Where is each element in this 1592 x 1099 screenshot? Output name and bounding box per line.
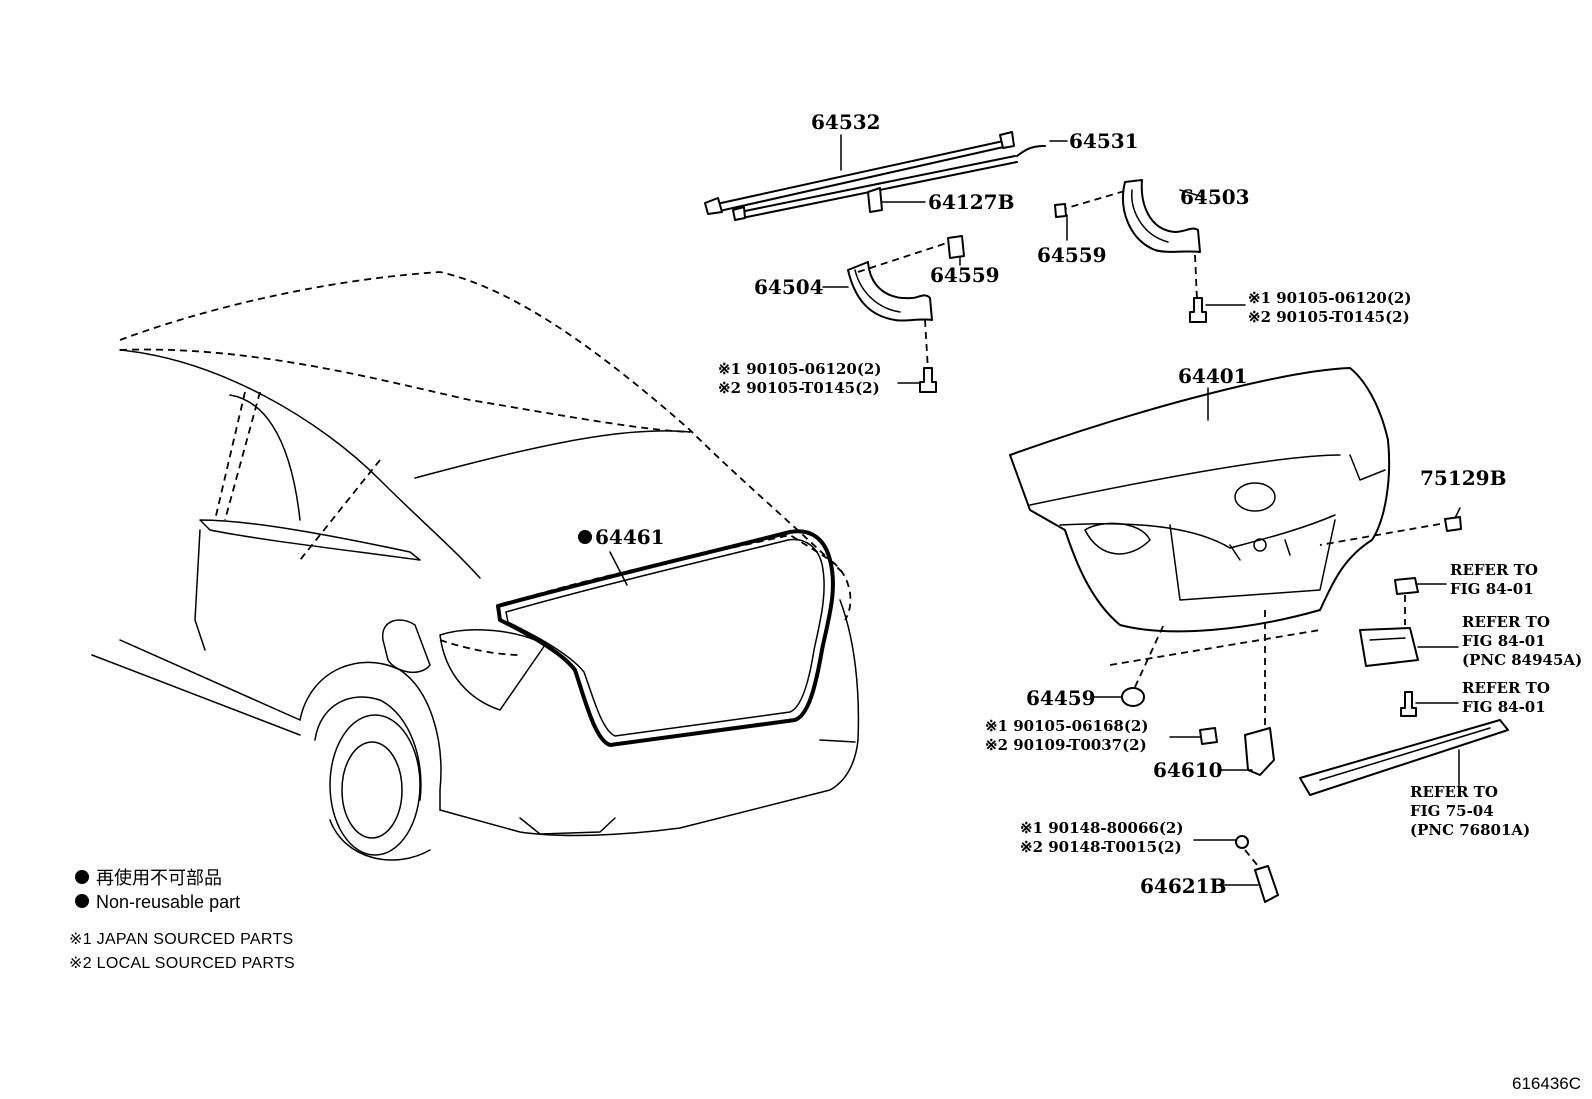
non-reusable-marker-icon bbox=[578, 530, 592, 544]
bolt-labels: ※1 90105-06120(2) ※2 90105-T0145(2) ※1 9… bbox=[718, 289, 1411, 856]
refer-4-line-2[interactable]: FIG 75-04 bbox=[1410, 802, 1494, 820]
part-labels: 64532 64531 64127B 64503 64559 64559 645… bbox=[578, 110, 1506, 898]
bolt-label-striker-2[interactable]: ※2 90148-T0015(2) bbox=[1020, 838, 1182, 856]
weatherstrip-64461-shape bbox=[496, 529, 835, 747]
bolt-label-lock-1[interactable]: ※1 90105-06168(2) bbox=[985, 717, 1148, 735]
refer-3-line-1[interactable]: REFER TO bbox=[1462, 679, 1550, 697]
refer-4-line-1[interactable]: REFER TO bbox=[1410, 783, 1498, 801]
bolt-label-left-mid-1[interactable]: ※1 90105-06120(2) bbox=[718, 360, 881, 378]
part-label-64531[interactable]: 64531 bbox=[1069, 129, 1139, 153]
hinge-64504 bbox=[847, 235, 965, 393]
refer-4-line-3[interactable]: (PNC 76801A) bbox=[1410, 821, 1530, 839]
bolt-label-lock-2[interactable]: ※2 90109-T0037(2) bbox=[985, 736, 1147, 754]
refer-3-line-2[interactable]: FIG 84-01 bbox=[1462, 698, 1546, 716]
part-label-64610[interactable]: 64610 bbox=[1153, 758, 1223, 782]
hinge-64503 bbox=[1054, 179, 1207, 323]
bolt-label-right-top-2[interactable]: ※2 90105-T0145(2) bbox=[1248, 308, 1410, 326]
bullet-icon bbox=[75, 894, 89, 908]
trunk-lid-64401-shape bbox=[1009, 367, 1391, 633]
legend-note-2: ※2 LOCAL SOURCED PARTS bbox=[69, 955, 295, 972]
bullet-icon bbox=[75, 870, 89, 884]
part-label-64401[interactable]: 64401 bbox=[1178, 364, 1248, 388]
part-label-64559-right[interactable]: 64559 bbox=[1037, 243, 1107, 267]
bolt-label-striker-1[interactable]: ※1 90148-80066(2) bbox=[1020, 819, 1183, 837]
support-rods bbox=[704, 131, 1046, 221]
legend: 再使用不可部品 Non-reusable part ※1 JAPAN SOURC… bbox=[69, 868, 295, 972]
part-label-64459[interactable]: 64459 bbox=[1026, 686, 1096, 710]
part-label-64621B[interactable]: 64621B bbox=[1140, 874, 1226, 898]
part-label-64559-left[interactable]: 64559 bbox=[930, 263, 1000, 287]
part-label-75129B[interactable]: 75129B bbox=[1420, 466, 1506, 490]
part-label-64532[interactable]: 64532 bbox=[811, 110, 881, 134]
refer-labels: REFER TO FIG 84-01 REFER TO FIG 84-01 (P… bbox=[1410, 561, 1582, 839]
refer-1-line-2[interactable]: FIG 84-01 bbox=[1450, 580, 1534, 598]
refer-2-line-3[interactable]: (PNC 84945A) bbox=[1462, 651, 1582, 669]
legend-jp: 再使用不可部品 bbox=[96, 868, 222, 888]
part-label-64461[interactable]: 64461 bbox=[595, 525, 665, 549]
part-label-64127B[interactable]: 64127B bbox=[928, 190, 1014, 214]
legend-note-1: ※1 JAPAN SOURCED PARTS bbox=[69, 931, 294, 948]
bolt-label-left-mid-2[interactable]: ※2 90105-T0145(2) bbox=[718, 379, 880, 397]
refer-2-line-1[interactable]: REFER TO bbox=[1462, 613, 1550, 631]
lid-small-parts bbox=[1109, 516, 1509, 903]
legend-en: Non-reusable part bbox=[96, 892, 240, 912]
part-label-64503[interactable]: 64503 bbox=[1180, 185, 1250, 209]
part-label-64504[interactable]: 64504 bbox=[754, 275, 824, 299]
leader-lines bbox=[609, 134, 1461, 886]
refer-1-line-1[interactable]: REFER TO bbox=[1450, 561, 1538, 579]
bolt-label-right-top-1[interactable]: ※1 90105-06120(2) bbox=[1248, 289, 1411, 307]
figure-code: 616436C bbox=[1512, 1074, 1581, 1093]
refer-2-line-2[interactable]: FIG 84-01 bbox=[1462, 632, 1546, 650]
